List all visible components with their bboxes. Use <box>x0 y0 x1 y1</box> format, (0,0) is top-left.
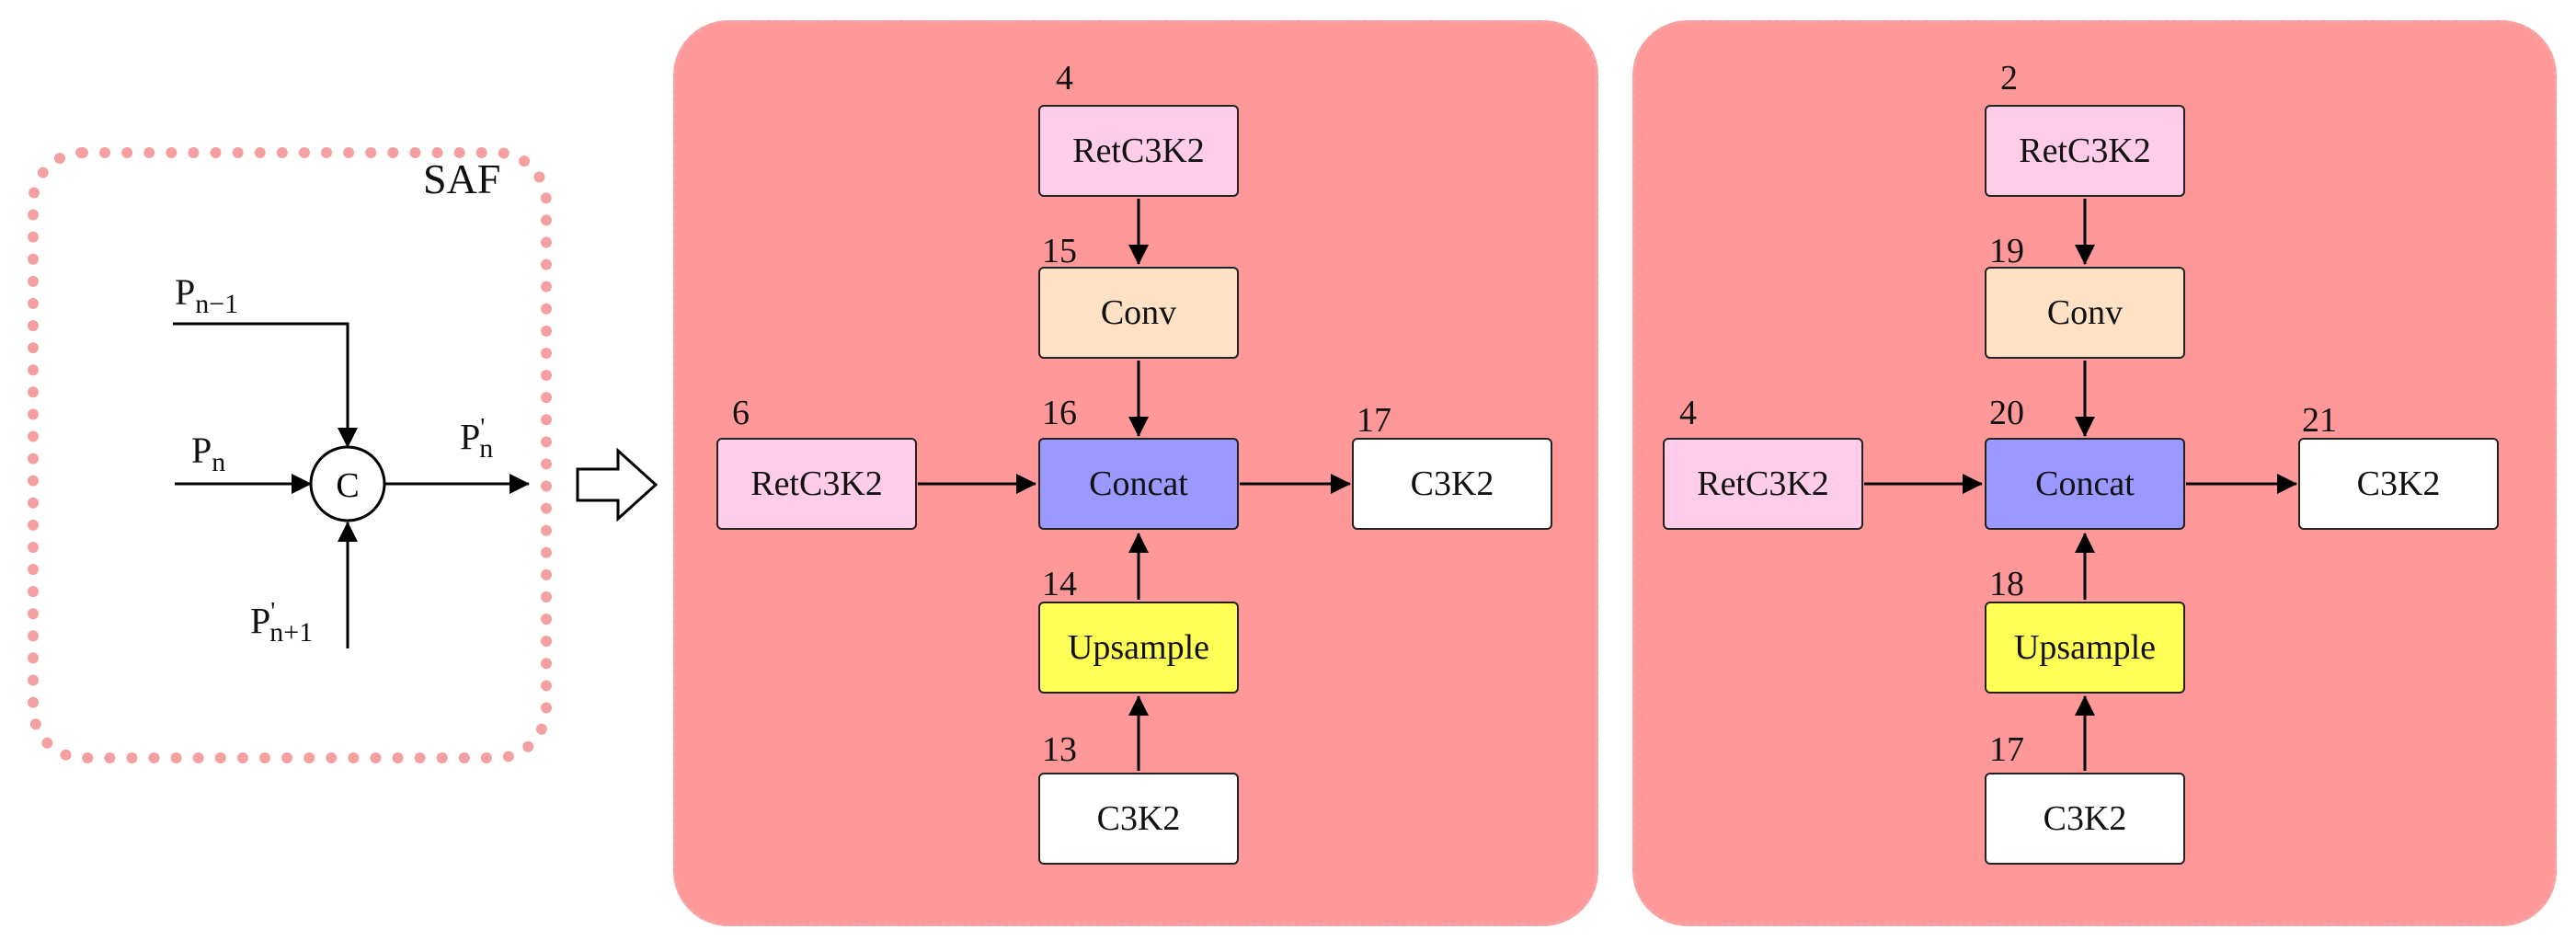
node-index: 13 <box>1042 730 1077 769</box>
saf-lines <box>173 322 530 648</box>
upsample-block: Upsample <box>1038 602 1239 694</box>
panel2-arrows <box>1864 199 2297 771</box>
c3k2-block: C3K2 <box>1038 773 1239 865</box>
panel1-arrows <box>918 199 1351 771</box>
input-p-n: Pn <box>191 430 226 477</box>
node-index: 19 <box>1989 232 2024 270</box>
saf-region <box>28 147 552 763</box>
node-index: 14 <box>1042 565 1077 603</box>
right-arrow-outline-icon <box>576 447 658 522</box>
c3k2-block: C3K2 <box>2298 438 2499 530</box>
retc3k2-block: RetC3K2 <box>1985 105 2185 197</box>
node-index: 4 <box>1679 394 1697 432</box>
output-p-n-prime: P'n <box>460 414 494 465</box>
node-index: 17 <box>1989 730 2024 769</box>
node-index: 18 <box>1989 565 2024 603</box>
concat-symbol: C <box>336 466 359 505</box>
node-index: 21 <box>2302 401 2337 440</box>
node-index: 6 <box>732 394 750 432</box>
node-index: 16 <box>1042 394 1077 432</box>
retc3k2-block: RetC3K2 <box>1038 105 1239 197</box>
input-p-n-plus-1: P'n+1 <box>250 598 314 648</box>
node-index: 17 <box>1357 401 1391 440</box>
node-index: 20 <box>1989 394 2024 432</box>
saf-title: SAF <box>423 155 501 202</box>
node-index: 15 <box>1042 232 1077 270</box>
concat-circle-icon <box>309 445 386 522</box>
conv-block: Conv <box>1985 267 2185 359</box>
concat-block: Concat <box>1985 438 2185 530</box>
retc3k2-block: RetC3K2 <box>1663 438 1863 530</box>
arrow-icon <box>173 322 358 448</box>
conv-block: Conv <box>1038 267 1239 359</box>
retc3k2-block: RetC3K2 <box>716 438 917 530</box>
input-p-n-minus-1: Pn−1 <box>175 271 239 319</box>
concat-block: Concat <box>1038 438 1239 530</box>
c3k2-block: C3K2 <box>1985 773 2185 865</box>
c3k2-block: C3K2 <box>1352 438 1552 530</box>
node-index: 2 <box>2000 59 2018 97</box>
node-index: 4 <box>1056 59 1073 97</box>
upsample-block: Upsample <box>1985 602 2185 694</box>
